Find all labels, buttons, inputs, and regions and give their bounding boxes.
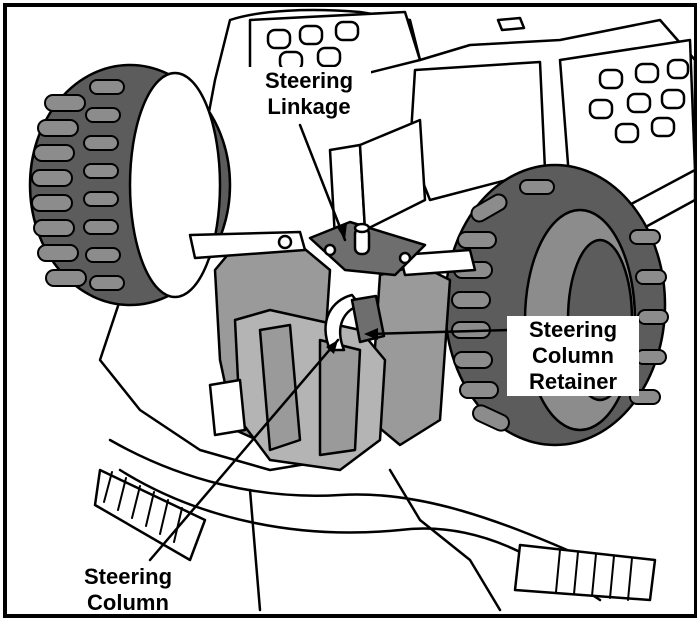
- label-retainer-line-3: Retainer: [528, 369, 618, 394]
- label-steering-column: Steering Column: [68, 563, 188, 617]
- callout-lines: [148, 123, 512, 562]
- left-wheel: [28, 63, 232, 307]
- label-steering-column-line-1: Steering: [83, 564, 173, 589]
- label-retainer-line-1: Steering: [528, 317, 618, 342]
- label-steering-column-line-2: Column: [87, 590, 169, 615]
- steering-housing: [208, 238, 452, 472]
- arrowhead-retainer: [364, 328, 378, 340]
- label-steering-linkage: Steering Linkage: [247, 67, 371, 121]
- label-retainer-line-2: Column: [532, 343, 614, 368]
- leader-line-retainer: [366, 328, 512, 336]
- label-steering-linkage-line-2: Linkage: [267, 94, 351, 119]
- steering-linkage-part: [277, 220, 427, 277]
- leader-line-column: [148, 338, 340, 562]
- arrowhead-column: [326, 340, 338, 354]
- leader-line-linkage: [298, 123, 347, 242]
- label-steering-column-retainer: Steering Column Retainer: [507, 316, 639, 396]
- left-handlebar: [93, 468, 207, 562]
- right-handlebar: [513, 543, 657, 602]
- arrowhead-linkage: [336, 223, 347, 240]
- label-steering-linkage-line-1: Steering: [264, 68, 354, 93]
- right-wheel: [443, 163, 669, 447]
